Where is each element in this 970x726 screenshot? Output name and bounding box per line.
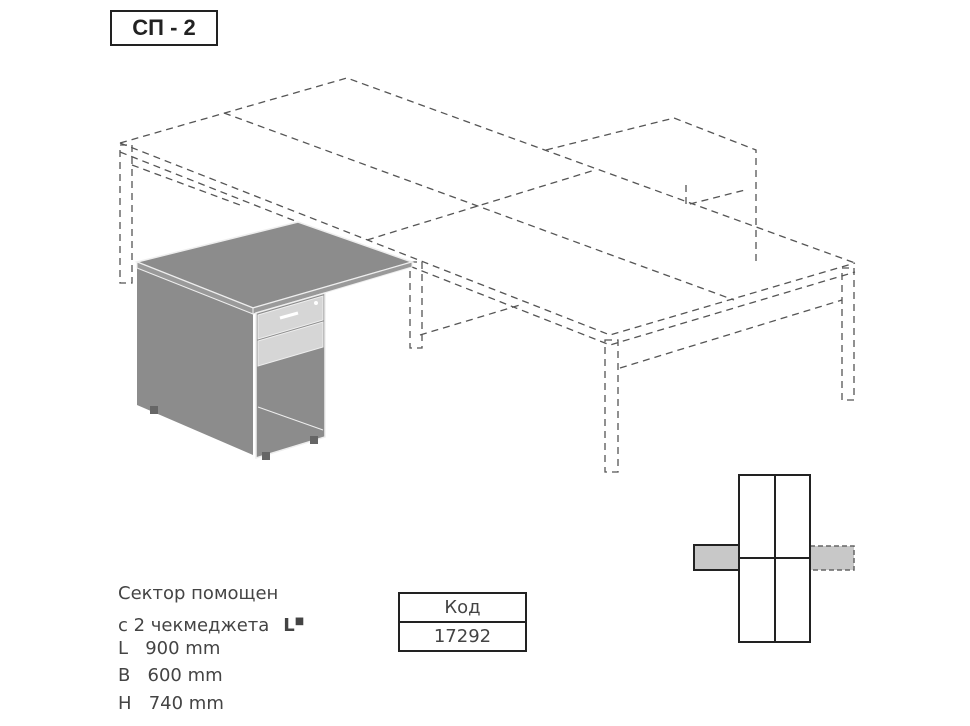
back-extension xyxy=(545,117,757,265)
pedestal-foot xyxy=(262,452,270,460)
orientation-mark: L xyxy=(283,615,295,636)
dimension-length: L 900 mm xyxy=(118,639,220,659)
dimension-value: 740 mm xyxy=(148,693,224,714)
description-text: с 2 чекмеджета xyxy=(118,615,270,636)
orientation-dot: ■ xyxy=(294,616,305,627)
pedestal-foot xyxy=(150,406,158,414)
description-line1: Сектор помощен xyxy=(118,583,279,604)
desk-front-edge xyxy=(119,142,856,336)
leg-left xyxy=(119,144,133,284)
desk-center-seam xyxy=(223,112,735,301)
product-title: СП - 2 xyxy=(110,10,218,46)
pedestal xyxy=(134,221,415,460)
lock-icon xyxy=(314,301,318,305)
desk-cross-seam xyxy=(366,169,596,241)
plan-pedestal-right-optional xyxy=(809,545,855,571)
dimension-label: H xyxy=(118,693,132,714)
code-header: Код xyxy=(400,594,525,623)
code-value: 17292 xyxy=(433,626,492,647)
dimension-value: 900 mm xyxy=(145,638,221,659)
leg-middle xyxy=(409,261,423,349)
dimension-width: B 600 mm xyxy=(118,666,223,686)
desk-back-edge xyxy=(119,77,856,264)
plan-view xyxy=(693,474,855,643)
leg-front xyxy=(604,339,619,473)
pedestal-foot xyxy=(310,436,318,444)
plan-pedestal-left xyxy=(693,544,740,571)
pedestal-side xyxy=(137,268,253,455)
dimension-label: B xyxy=(118,665,131,686)
dimension-label: L xyxy=(118,638,129,659)
drawer-bottom xyxy=(257,321,324,367)
drawer-handle xyxy=(279,311,299,320)
leg-right xyxy=(841,267,855,401)
code-table: Код 17292 xyxy=(398,592,527,652)
desk-outline-dashed xyxy=(119,77,856,473)
description-line2: с 2 чекмеджета L■ xyxy=(118,612,304,636)
drawer-top xyxy=(257,295,324,340)
dimension-value: 600 mm xyxy=(147,665,223,686)
dimension-height: H 740 mm xyxy=(118,694,224,714)
